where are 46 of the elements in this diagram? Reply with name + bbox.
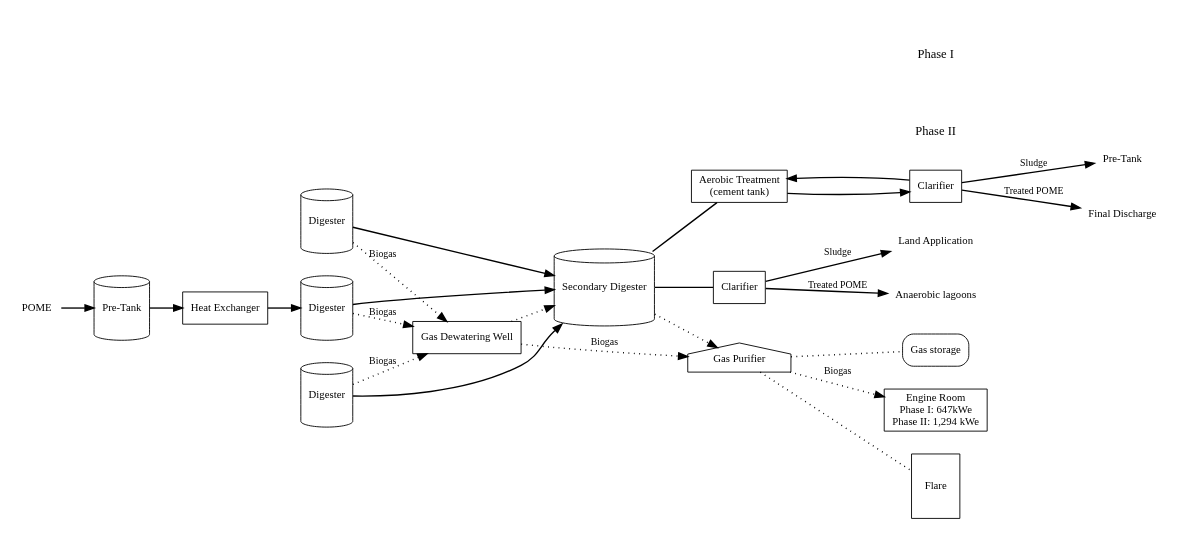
- arrow: [267, 303, 303, 312]
- node-text: POME: [21, 300, 52, 313]
- edge-label: Sludge: [1020, 156, 1048, 168]
- edge-label: Sludge: [824, 245, 852, 257]
- edge-label: Biogas: [369, 305, 397, 317]
- edge-label: Biogas: [369, 354, 397, 366]
- node-text: Land Application: [898, 233, 974, 246]
- node-box: Gas Dewatering Well: [412, 320, 522, 354]
- arrow: [352, 312, 415, 328]
- arrow: [60, 303, 96, 312]
- label: Phase I: [917, 46, 954, 61]
- arrow: [765, 249, 893, 282]
- connector: [651, 201, 718, 252]
- node-text: Anaerobic lagoons: [895, 287, 977, 300]
- edge-label: Biogas: [590, 335, 618, 347]
- arrow: [352, 226, 556, 277]
- label: Phase II: [915, 123, 957, 138]
- arrow: [789, 370, 887, 398]
- arrow: [510, 304, 556, 322]
- edge-label: Biogas: [369, 247, 397, 259]
- connector: [759, 370, 913, 472]
- edge-label: Biogas: [824, 364, 852, 376]
- node-box: Flare: [911, 453, 961, 519]
- arrow: [785, 173, 911, 182]
- arrow: [352, 352, 429, 385]
- edge-label: Treated POME: [807, 278, 868, 290]
- arrow: [149, 303, 185, 312]
- arrow: [352, 285, 557, 305]
- arrow: [961, 188, 1083, 210]
- node-text: Pre-Tank: [1102, 151, 1142, 164]
- node-box: Heat Exchanger: [182, 291, 269, 325]
- edge-label: Treated POME: [1004, 184, 1064, 196]
- arrow: [786, 188, 912, 197]
- arrow: [352, 322, 564, 397]
- arrow: [765, 287, 890, 297]
- node-box: Clarifier: [712, 270, 766, 304]
- node-box: Aerobic Treatment (cement tank): [691, 169, 788, 203]
- node-box: Engine Room Phase I: 647kWe Phase II: 1,294 kWe: [883, 388, 988, 432]
- connector: [654, 286, 714, 288]
- node-box: Clarifier: [909, 169, 963, 203]
- arrow: [654, 312, 719, 349]
- node-text: Final Discharge: [1088, 206, 1157, 219]
- arrow: [961, 160, 1097, 183]
- node-box: Gas storage: [902, 333, 970, 367]
- arrow: [352, 241, 449, 323]
- arrow: [520, 342, 690, 360]
